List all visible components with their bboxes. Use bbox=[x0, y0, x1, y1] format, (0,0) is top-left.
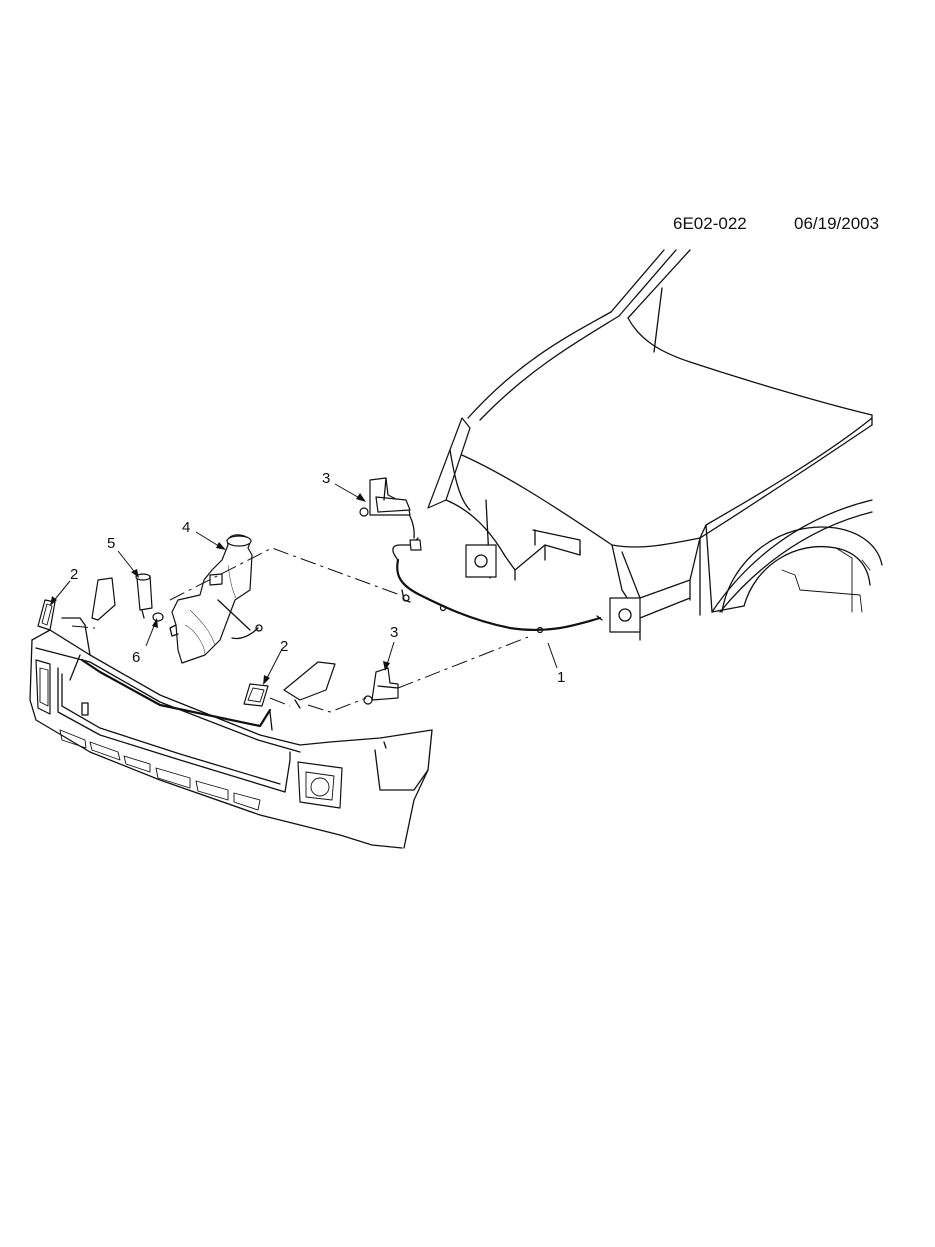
vehicle-body bbox=[427, 249, 883, 641]
callout-2-left: 2 bbox=[70, 566, 78, 583]
callout-1: 1 bbox=[557, 669, 565, 686]
washer-nozzle-upper bbox=[359, 477, 411, 517]
alignment-lines bbox=[71, 547, 529, 713]
callout-labels: 1 2 2 3 3 4 5 6 bbox=[70, 470, 565, 686]
washer-pump bbox=[135, 573, 153, 619]
callout-3-upper: 3 bbox=[322, 470, 330, 487]
callout-5: 5 bbox=[107, 535, 115, 552]
reference-date: 06/19/2003 bbox=[794, 214, 879, 233]
left-mount-plate bbox=[465, 544, 497, 578]
callout-3-lower: 3 bbox=[390, 624, 398, 641]
seal-left bbox=[37, 599, 56, 631]
seal-right bbox=[243, 683, 269, 707]
reference-code: 6E02-022 bbox=[673, 214, 747, 233]
front-bumper bbox=[29, 577, 433, 849]
washer-hose bbox=[392, 511, 603, 634]
callout-6: 6 bbox=[132, 649, 140, 666]
right-mount-plate bbox=[609, 597, 641, 633]
pump-grommet bbox=[152, 612, 164, 622]
washer-reservoir bbox=[169, 534, 263, 664]
callout-2-right: 2 bbox=[280, 638, 288, 655]
callout-leaders bbox=[50, 483, 558, 685]
washer-nozzle-lower bbox=[363, 667, 399, 705]
callout-4: 4 bbox=[182, 519, 190, 536]
